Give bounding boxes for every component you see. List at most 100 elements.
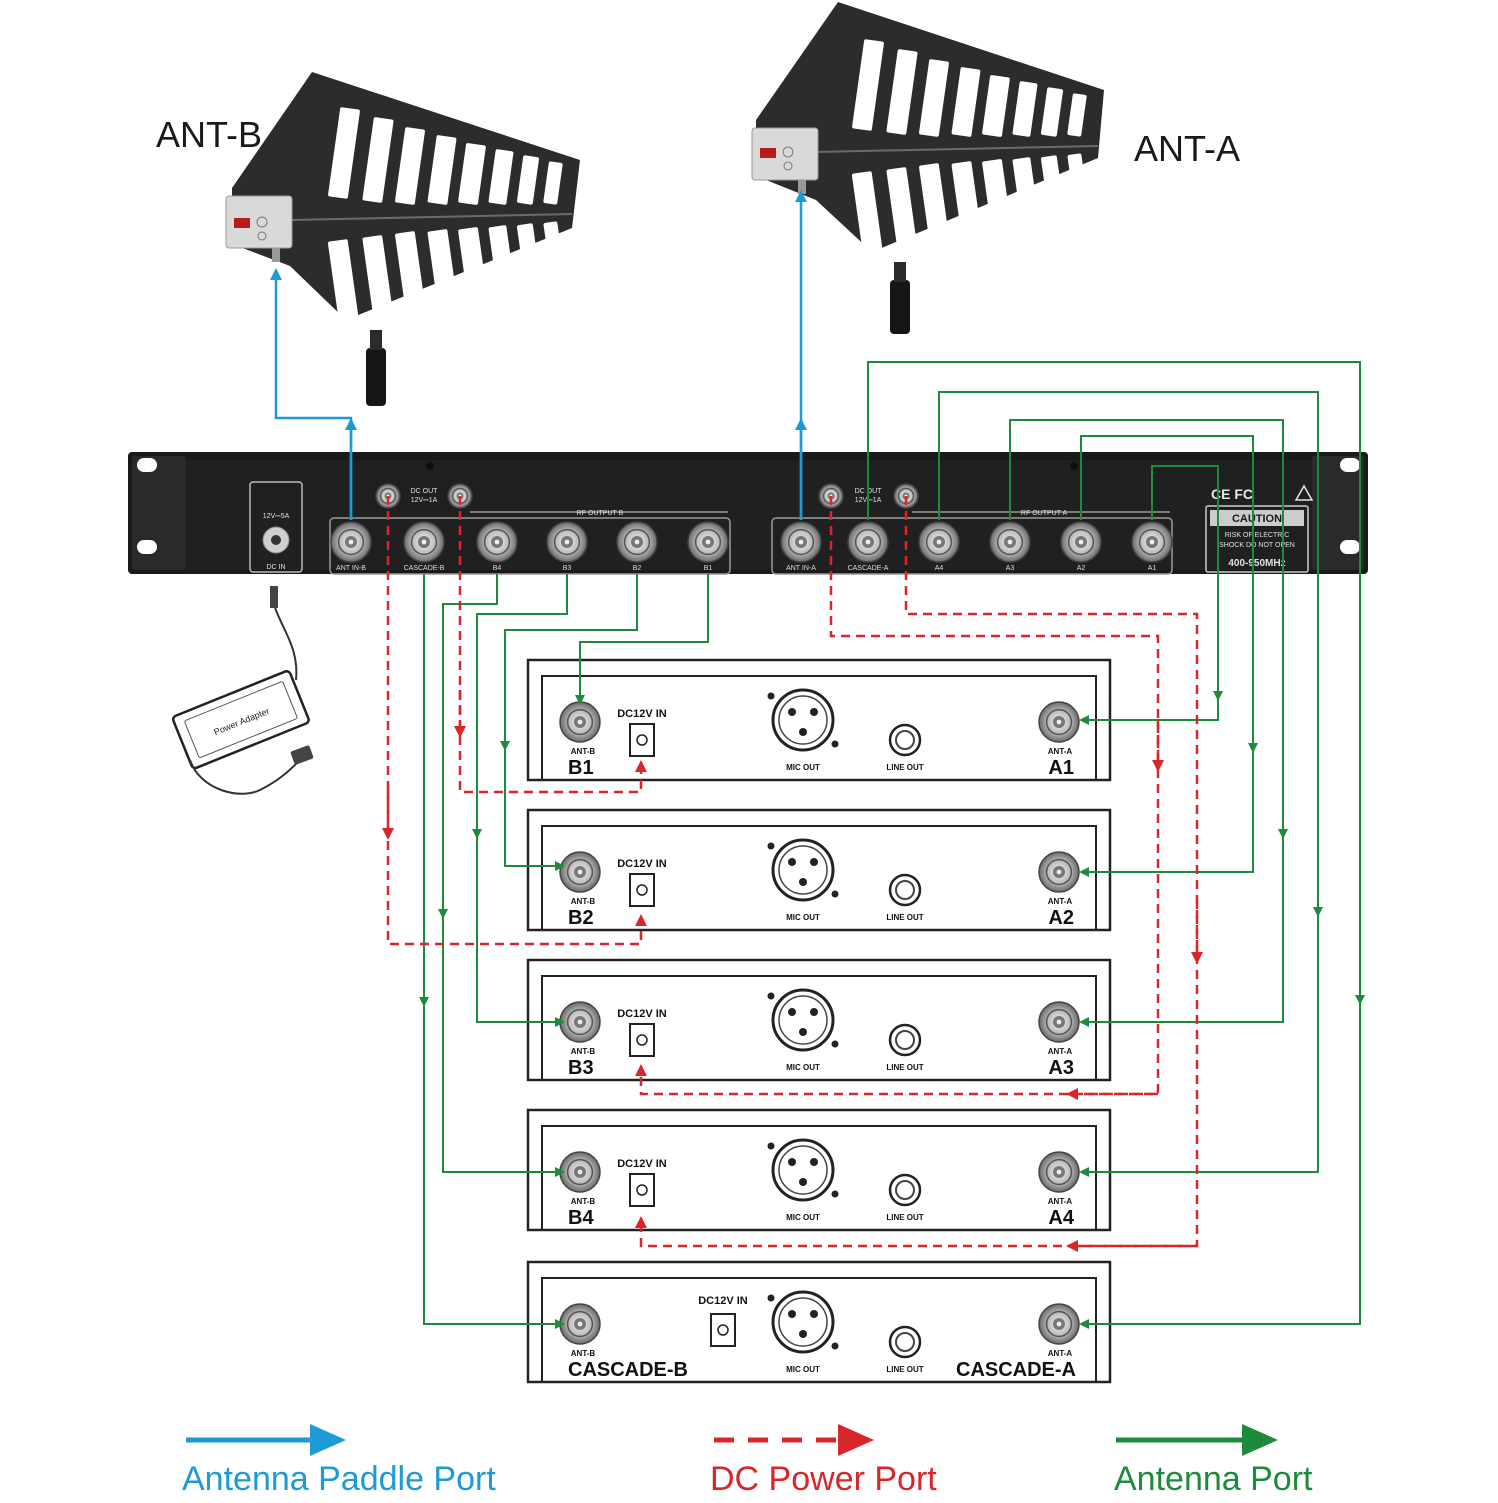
dc12v-in-jack (629, 873, 655, 907)
line-out-jack (888, 873, 922, 907)
antenna-distributor (128, 452, 1368, 575)
port-label-a: CASCADE-A (848, 565, 889, 572)
antenna-a (751, 2, 1104, 334)
xlr-mic-out (767, 688, 839, 752)
power-adapter: Power Adapter (171, 586, 314, 795)
dc-in-label: DC IN (266, 564, 285, 571)
ant-a-label: ANT-A (1048, 1349, 1073, 1358)
dc-in-rating: 12V⎓5A (263, 513, 290, 520)
legend (186, 1424, 1278, 1456)
line-out-label: LINE OUT (886, 1063, 923, 1072)
port-label-a: A4 (935, 565, 944, 572)
dc12v-in-label: DC12V IN (698, 1295, 748, 1307)
port-a-6 (1131, 521, 1173, 563)
mic-out-label: MIC OUT (786, 763, 820, 772)
port-label-a: A2 (1077, 565, 1086, 572)
mic-out-label: MIC OUT (786, 1365, 820, 1374)
line-out-label: LINE OUT (886, 1213, 923, 1222)
dc12v-in-label: DC12V IN (617, 1008, 667, 1020)
frequency-label: 400-950MHz (1228, 558, 1285, 569)
ant-b-label: ANT-B (571, 1197, 596, 1206)
ant-a-label: ANT-A (1048, 1047, 1073, 1056)
dc-out-b-label: DC OUT (411, 488, 439, 495)
legend-paddle-label: Antenna Paddle Port (182, 1460, 496, 1498)
port-label-b: B4 (493, 565, 502, 572)
legend-dc-arrow (838, 1424, 874, 1456)
ant-b-connector (559, 1151, 601, 1193)
line-out-label: LINE OUT (886, 1365, 923, 1374)
ant-b-connector (559, 701, 601, 743)
ant-b-connector (559, 851, 601, 893)
receiver-right-label: CASCADE-A (956, 1359, 1076, 1381)
caution-title: CAUTION (1232, 513, 1282, 525)
ant-a-connector (1038, 851, 1080, 893)
port-label-b: CASCADE-B (404, 565, 445, 572)
receiver-right-label: A3 (1048, 1057, 1074, 1079)
dc12v-in-jack (629, 1173, 655, 1207)
port-b-4 (546, 521, 588, 563)
receiver-left-label: B1 (568, 757, 594, 779)
receiver-left-label: B2 (568, 907, 594, 929)
port-a-1 (780, 521, 822, 563)
dc-out-b-rating: 12V⎓1A (411, 497, 438, 504)
dc12v-in-label: DC12V IN (617, 708, 667, 720)
port-label-b: ANT IN-B (336, 565, 366, 572)
port-label-a: ANT IN-A (786, 565, 816, 572)
ant-a-connector (1038, 701, 1080, 743)
xlr-mic-out (767, 1138, 839, 1202)
receiver-right-label: A4 (1048, 1207, 1074, 1229)
receiver-left-label: B4 (568, 1207, 594, 1229)
line-out-jack (888, 1023, 922, 1057)
rf-output-a-label: RF OUTPUT A (1021, 510, 1067, 517)
antenna-b (225, 72, 580, 406)
dc12v-in-label: DC12V IN (617, 1158, 667, 1170)
ant-b-label: ANT-B (571, 1047, 596, 1056)
ant-a-label: ANT-A (1048, 897, 1073, 906)
port-b-3 (476, 521, 518, 563)
dc12v-in-jack (710, 1313, 736, 1347)
ant-b-label: ANT-B (571, 1349, 596, 1358)
ant-b-label: ANT-B (571, 747, 596, 756)
ant-b-label: ANT-B (156, 114, 263, 155)
dc12v-in-label: DC12V IN (617, 858, 667, 870)
legend-antenna-label: Antenna Port (1114, 1460, 1313, 1498)
ant-a-label: ANT-A (1048, 1197, 1073, 1206)
line-out-label: LINE OUT (886, 763, 923, 772)
legend-antenna-arrow (1242, 1424, 1278, 1456)
caution-line-1: RISK OF ELECTRIC (1225, 532, 1290, 539)
port-b-1 (330, 521, 372, 563)
xlr-mic-out (767, 988, 839, 1052)
port-a-5 (1060, 521, 1102, 563)
cert-marks: CE FC (1211, 486, 1253, 502)
ant-a-connector (1038, 1151, 1080, 1193)
line-out-label: LINE OUT (886, 913, 923, 922)
antenna-connections (419, 361, 1365, 1329)
receiver-3: ANT-B ANT-A B3 A3 DC12V IN MIC OUT LINE OUT (526, 958, 1112, 1082)
port-a-4 (989, 521, 1031, 563)
ant-b-connector (559, 1303, 601, 1345)
port-label-a: A3 (1006, 565, 1015, 572)
caution-line-2: SHOCK DO NOT OPEN (1219, 542, 1295, 549)
xlr-mic-out (767, 838, 839, 902)
mic-out-label: MIC OUT (786, 1063, 820, 1072)
dc-connections (382, 496, 1203, 1252)
line-out-jack (888, 1173, 922, 1207)
port-label-a: A1 (1148, 565, 1157, 572)
ant-a-connector (1038, 1303, 1080, 1345)
receiver-left-label: B3 (568, 1057, 594, 1079)
ant-b-connector (559, 1001, 601, 1043)
mic-out-label: MIC OUT (786, 913, 820, 922)
port-b-2 (403, 521, 445, 563)
ant-a-label: ANT-A (1134, 128, 1241, 169)
warning-icon (1294, 484, 1314, 501)
line-out-jack (888, 723, 922, 757)
port-b-6 (687, 521, 729, 563)
receiver-right-label: A2 (1048, 907, 1074, 929)
legend-dc-label: DC Power Port (710, 1460, 937, 1498)
